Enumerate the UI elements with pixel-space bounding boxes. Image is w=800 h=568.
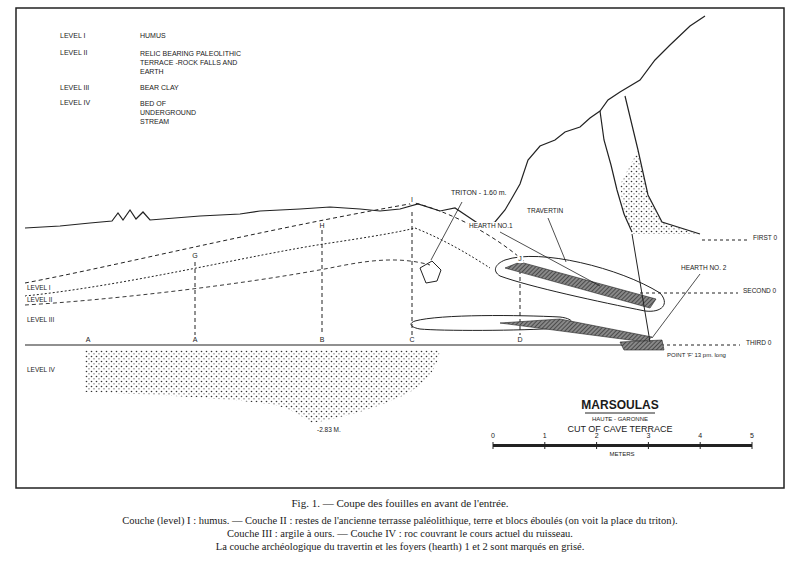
label: -2.83 M. [316, 426, 342, 433]
level-boundary [25, 203, 525, 283]
section-line [412, 212, 413, 335]
caption: Fig. 1. — Coupe des fouilles en avant de… [291, 497, 508, 510]
label: Couche III : argile à ours. — Couche IV … [227, 528, 573, 540]
label: A [85, 336, 92, 344]
label: HEARTH NO. 2 [680, 264, 727, 271]
cave-wall [632, 234, 650, 342]
label: POINT 'F' 13 pm. long [666, 352, 727, 359]
label: H [318, 222, 325, 230]
label: SECOND 0 [742, 287, 777, 294]
label: BED OF UNDERGROUND STREAM [140, 99, 220, 126]
datum-line [655, 345, 740, 346]
datum-line [702, 240, 748, 241]
label: LEVEL II [60, 49, 87, 57]
label: 5 [750, 432, 754, 440]
label: THIRD 0 [745, 339, 772, 346]
level-boundary [25, 228, 490, 296]
frame [16, 8, 784, 488]
hearth-layer [620, 340, 664, 350]
section-line [322, 230, 323, 335]
label: 4 [698, 432, 702, 440]
label: LEVEL IV [26, 366, 56, 373]
section-line [195, 262, 196, 335]
ground-surface [25, 16, 705, 228]
title-underline [585, 413, 655, 414]
datum-line [25, 344, 655, 345]
label: TRAVERTIN [526, 207, 564, 214]
level-boundary [25, 260, 430, 305]
label: A [192, 336, 199, 344]
label: HUMUS [140, 32, 166, 40]
label: LEVEL I [26, 284, 52, 291]
label: J [517, 255, 523, 263]
label: La couche archéologique du travertin et … [216, 541, 585, 553]
leader-line [431, 202, 462, 260]
rock-stipple [620, 150, 700, 234]
datum-line [640, 293, 738, 294]
leader-line [652, 274, 700, 338]
hearth-layer [505, 262, 656, 308]
label: LEVEL IV [60, 99, 90, 107]
leader-line [548, 218, 566, 262]
label: LEVEL I [60, 32, 85, 40]
label: BEAR CLAY [140, 84, 179, 92]
label: 0 [491, 432, 495, 440]
label: B [319, 336, 326, 344]
label: 1 [543, 432, 547, 440]
label: Couche (level) I : humus. — Couche II : … [122, 515, 677, 527]
label: G [191, 252, 198, 260]
label: CUT OF CAVE TERRACE [567, 424, 672, 434]
scale-bar [493, 444, 752, 447]
label: I [410, 196, 414, 204]
label: 3 [646, 432, 650, 440]
label: FIRST 0 [752, 234, 778, 241]
label: METERS [609, 451, 634, 458]
label: TRITON - 1.60 m. [450, 189, 508, 197]
label: LEVEL III [26, 316, 55, 323]
leader-line [500, 232, 600, 286]
scale-ticks [493, 442, 752, 449]
label: 2 [595, 432, 599, 440]
title: MARSOULAS [581, 399, 658, 413]
travertin-lens [495, 256, 664, 311]
label: HEARTH NO.1 [468, 222, 514, 229]
label: RELIC BEARING PALEOLITHIC TERRACE -ROCK … [140, 49, 245, 76]
label: LEVEL II [26, 296, 53, 303]
label: D [516, 336, 523, 344]
triton-shell [420, 261, 441, 283]
label: HAUTE - GARONNE [592, 416, 648, 423]
label: C [408, 336, 415, 344]
label: LEVEL III [60, 84, 89, 92]
stream-bed [85, 350, 440, 423]
